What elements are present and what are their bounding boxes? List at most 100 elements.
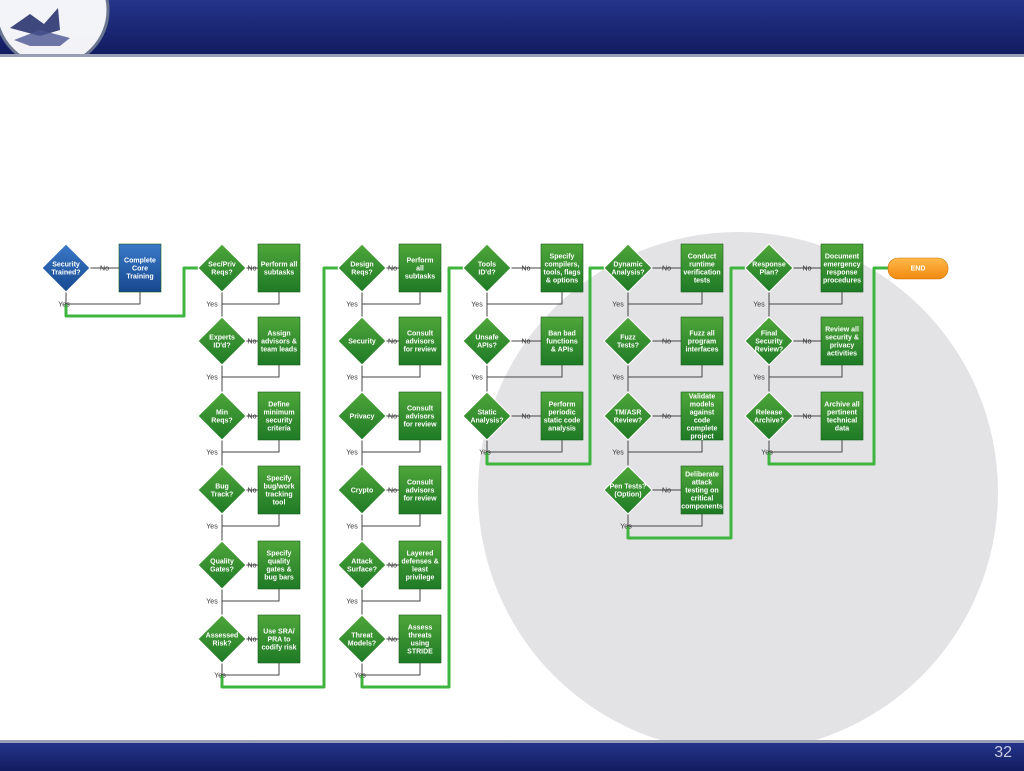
action-box [398, 465, 442, 515]
decision-label: Privacy [350, 414, 375, 421]
action-box [398, 614, 442, 664]
box-return-connector [628, 365, 703, 378]
owasp-wasp-logo [0, 0, 110, 54]
footer-bar [0, 740, 1024, 771]
yes-label: Yes [753, 375, 765, 382]
box-return-connector [66, 292, 141, 305]
box-return-connector [362, 440, 421, 453]
no-label: No [388, 339, 397, 346]
box-return-connector [362, 514, 421, 527]
decision-diamond [462, 243, 512, 293]
box-return-connector [628, 514, 703, 527]
box-return-connector [362, 292, 421, 305]
decision-label: Crypto [351, 488, 374, 495]
box-return-connector [628, 440, 703, 453]
yes-label: Yes [753, 302, 765, 309]
action-box [540, 243, 584, 293]
action-box [680, 465, 724, 515]
action-box [398, 540, 442, 590]
box-return-connector [487, 365, 563, 378]
yes-label: Yes [346, 375, 358, 382]
decision-diamond [197, 391, 247, 441]
decision-diamond [197, 465, 247, 515]
decision-diamond [603, 243, 653, 293]
box-return-connector [628, 292, 703, 305]
decision-diamond [337, 614, 387, 664]
end-node [887, 257, 949, 280]
no-label: No [248, 339, 257, 346]
action-box [398, 391, 442, 441]
no-label: No [100, 266, 109, 273]
yes-label: Yes [58, 302, 70, 309]
action-box [257, 243, 301, 293]
no-label: No [388, 488, 397, 495]
yes-label: Yes [471, 375, 483, 382]
yes-label: Yes [346, 524, 358, 531]
no-label: No [522, 266, 531, 273]
yes-label: Yes [354, 673, 366, 680]
no-label: No [522, 414, 531, 421]
action-box [540, 391, 584, 441]
no-label: No [803, 266, 812, 273]
end-label: END [911, 266, 926, 273]
no-label: No [388, 266, 397, 273]
decision-diamond [197, 614, 247, 664]
title-bar [0, 0, 1024, 57]
yes-label: Yes [206, 599, 218, 606]
yes-label: Yes [612, 375, 624, 382]
decision-diamond [603, 391, 653, 441]
phase-transition-connector [767, 266, 888, 466]
decision-diamond [603, 465, 653, 515]
decision-diamond [603, 316, 653, 366]
action-box [820, 391, 864, 441]
phase-transition-connector [485, 266, 604, 466]
yes-label: Yes [346, 450, 358, 457]
action-box [257, 465, 301, 515]
no-label: No [662, 266, 671, 273]
yes-label: Yes [612, 450, 624, 457]
box-return-connector [222, 440, 280, 453]
box-return-connector [222, 514, 280, 527]
no-label: No [662, 414, 671, 421]
decision-diamond [337, 243, 387, 293]
action-box [820, 316, 864, 366]
box-return-connector [487, 440, 563, 453]
yes-label: Yes [761, 450, 773, 457]
decision-diamond [197, 243, 247, 293]
decision-diamond [462, 391, 512, 441]
yes-label: Yes [612, 302, 624, 309]
yes-label: Yes [206, 375, 218, 382]
no-label: No [248, 563, 257, 570]
decision-diamond [197, 540, 247, 590]
box-return-connector [222, 292, 280, 305]
decision-label: Pen Tests?(Option) [610, 484, 647, 499]
action-box [257, 614, 301, 664]
no-label: No [803, 339, 812, 346]
